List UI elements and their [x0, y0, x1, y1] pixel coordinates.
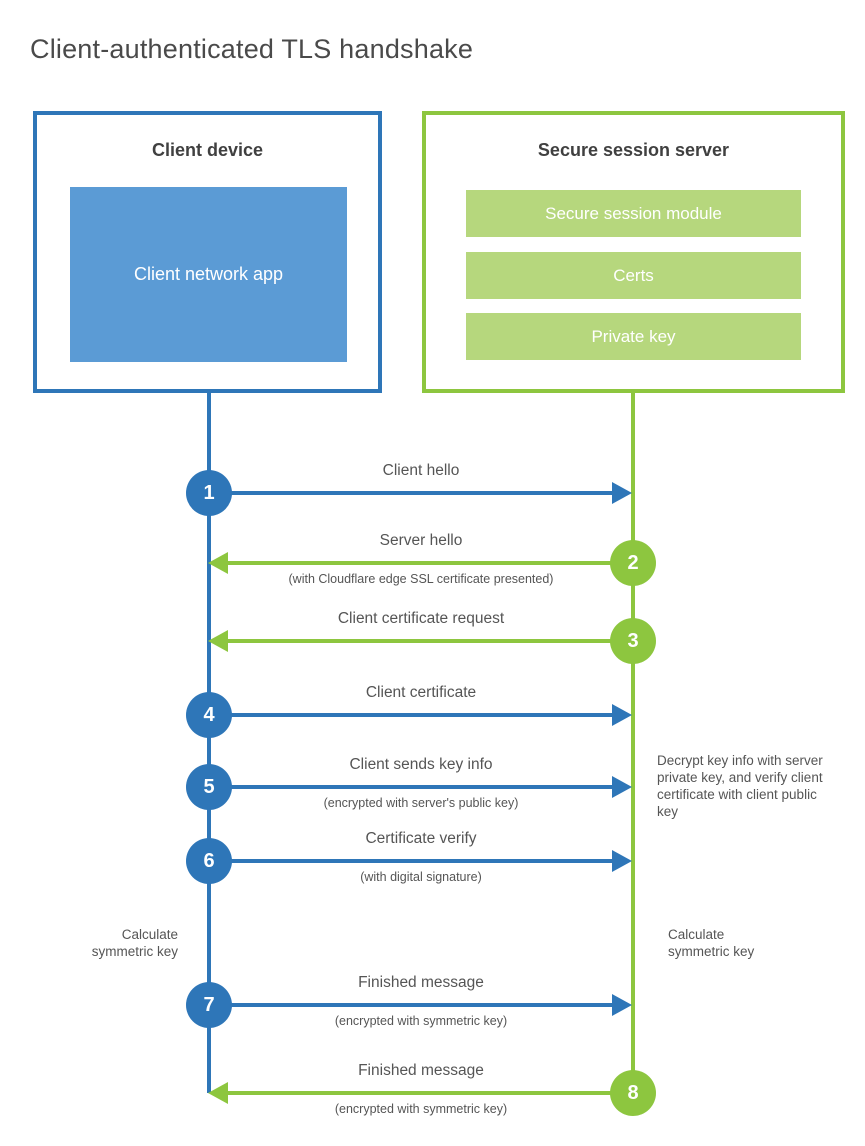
arrow-right-icon [612, 850, 632, 872]
arrow-right-icon [612, 482, 632, 504]
arrow-right-icon [612, 994, 632, 1016]
step-number-badge: 2 [610, 540, 656, 586]
server-module-bar: Secure session module [466, 190, 801, 237]
step-number-badge: 6 [186, 838, 232, 884]
step-sublabel: (with Cloudflare edge SSL certificate pr… [288, 572, 554, 586]
server-certs-bar: Certs [466, 252, 801, 299]
step-label: Client sends key info [349, 756, 493, 773]
step-label: Certificate verify [365, 830, 477, 847]
step-sublabel: (with digital signature) [360, 870, 482, 884]
step-number-badge: 8 [610, 1070, 656, 1116]
step-sublabel: (encrypted with symmetric key) [334, 1102, 508, 1116]
arrow-left-icon [208, 1082, 228, 1104]
client-calculate-symmetric-key-note: Calculate symmetric key [91, 927, 178, 959]
step-sublabel: (encrypted with server's public key) [323, 796, 519, 810]
step-label: Server hello [379, 532, 463, 549]
step-label: Finished message [358, 974, 484, 991]
client-lifeline [207, 391, 211, 1093]
server-calculate-symmetric-key-note: Calculate symmetric key [668, 927, 755, 959]
arrow-shaft [209, 785, 613, 789]
client-device-box: Client device Client network app [33, 111, 382, 393]
step-number-badge: 7 [186, 982, 232, 1028]
step-label: Client hello [382, 462, 460, 479]
arrow-shaft [209, 859, 613, 863]
secure-session-server-heading: Secure session server [537, 140, 730, 160]
arrow-shaft [209, 713, 613, 717]
step-number-badge: 5 [186, 764, 232, 810]
arrow-right-icon [612, 776, 632, 798]
arrow-left-icon [208, 630, 228, 652]
step-sublabel: (encrypted with symmetric key) [334, 1014, 508, 1028]
step-number-badge: 3 [610, 618, 656, 664]
arrow-shaft [227, 639, 633, 643]
client-network-app-box: Client network app [70, 187, 347, 362]
page-title: Client-authenticated TLS handshake [30, 34, 474, 65]
server-lifeline [631, 391, 635, 1093]
secure-session-server-box: Secure session server Secure session mod… [422, 111, 845, 393]
arrow-shaft [227, 561, 633, 565]
client-device-heading: Client device [151, 140, 264, 160]
server-decrypt-note: Decrypt key info with server private key… [657, 753, 823, 819]
step-label: Client certificate [365, 684, 477, 701]
server-private-key-bar: Private key [466, 313, 801, 360]
arrow-left-icon [208, 552, 228, 574]
arrow-shaft [209, 491, 613, 495]
arrow-right-icon [612, 704, 632, 726]
arrow-shaft [227, 1091, 633, 1095]
step-number-badge: 1 [186, 470, 232, 516]
arrow-shaft [209, 1003, 613, 1007]
step-label: Finished message [358, 1062, 484, 1079]
step-number-badge: 4 [186, 692, 232, 738]
step-label: Client certificate request [337, 610, 505, 627]
client-network-app-label: Client network app [133, 264, 284, 284]
